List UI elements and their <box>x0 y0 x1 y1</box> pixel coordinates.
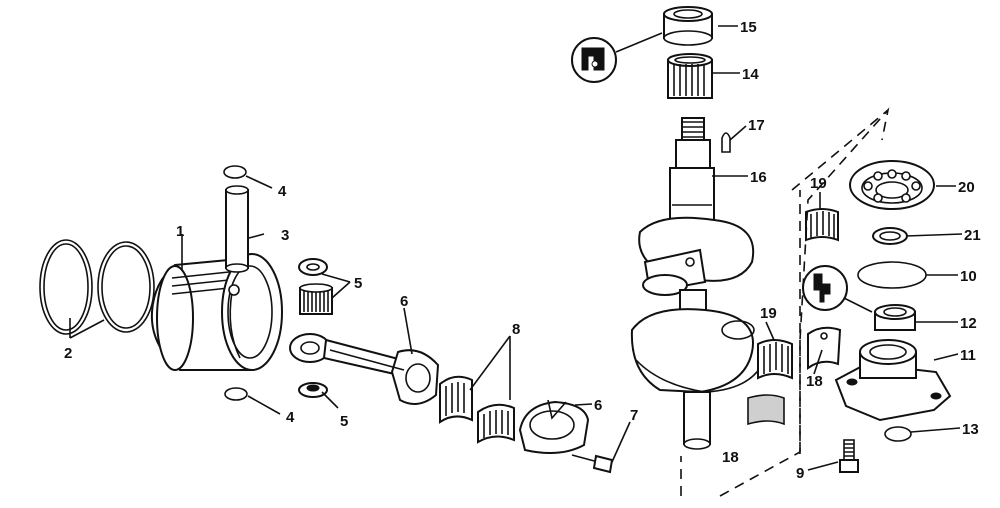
label-19-lower: 19 <box>760 305 777 322</box>
main-bearing-half-right <box>807 326 842 370</box>
label-7: 7 <box>630 407 638 424</box>
label-18-right: 18 <box>806 373 823 390</box>
piston-ring-inner <box>97 241 155 333</box>
label-1: 1 <box>176 223 184 240</box>
rod-bearing-cage-left <box>439 375 473 424</box>
piston <box>150 253 283 371</box>
housing-washer <box>884 426 912 442</box>
label-2: 2 <box>64 345 72 362</box>
bearing-housing <box>834 339 952 422</box>
main-bearing-cage-middle <box>757 339 793 380</box>
leader-lines <box>69 25 963 471</box>
label-5-bottom: 5 <box>340 413 348 430</box>
wrist-pin-needle-bearing <box>299 283 333 315</box>
main-bearing-half-lower <box>747 394 785 426</box>
label-8: 8 <box>512 321 520 338</box>
label-20: 20 <box>958 179 975 196</box>
label-17: 17 <box>748 117 765 134</box>
label-5-top: 5 <box>354 275 362 292</box>
retaining-ring-top <box>223 165 247 179</box>
label-3: 3 <box>281 227 289 244</box>
label-16: 16 <box>750 169 767 186</box>
upper-needle-bearing <box>667 53 713 99</box>
label-14: 14 <box>742 66 759 83</box>
label-10: 10 <box>960 268 977 285</box>
label-13: 13 <box>962 421 979 438</box>
wrist-pin <box>225 185 249 273</box>
label-15: 15 <box>740 19 757 36</box>
sealant-callout-icon <box>571 32 663 83</box>
label-12: 12 <box>960 315 977 332</box>
label-9: 9 <box>796 465 804 482</box>
thrust-washer-top <box>298 258 328 276</box>
piston-ring-outer <box>39 239 93 335</box>
thrust-washer-bottom <box>298 382 328 398</box>
bearing-retaining-ring <box>872 227 908 245</box>
bearing-group-outline <box>680 107 890 497</box>
woodruff-key <box>721 132 731 153</box>
label-18-lower: 18 <box>722 449 739 466</box>
thread-lock-callout-icon <box>802 265 873 313</box>
label-11: 11 <box>960 347 976 364</box>
crankshaft <box>630 117 761 450</box>
upper-seal <box>663 6 713 46</box>
housing-screw <box>839 439 859 473</box>
label-19-upper: 19 <box>810 175 827 192</box>
ball-bearing <box>849 160 935 210</box>
label-6-rod: 6 <box>400 293 408 310</box>
rod-cap-screw <box>571 454 614 474</box>
rod-cap <box>518 399 590 455</box>
rod-bearing-cage-right <box>477 403 515 444</box>
connecting-rod <box>289 333 440 405</box>
label-4-bottom: 4 <box>286 409 295 426</box>
main-bearing-cage-upper <box>805 208 839 242</box>
label-21: 21 <box>964 227 981 244</box>
o-ring <box>857 261 927 289</box>
retaining-ring-bottom <box>224 387 248 401</box>
lower-seal <box>874 304 916 331</box>
label-4-top: 4 <box>278 183 287 200</box>
label-6-cap: 6 <box>594 397 602 414</box>
